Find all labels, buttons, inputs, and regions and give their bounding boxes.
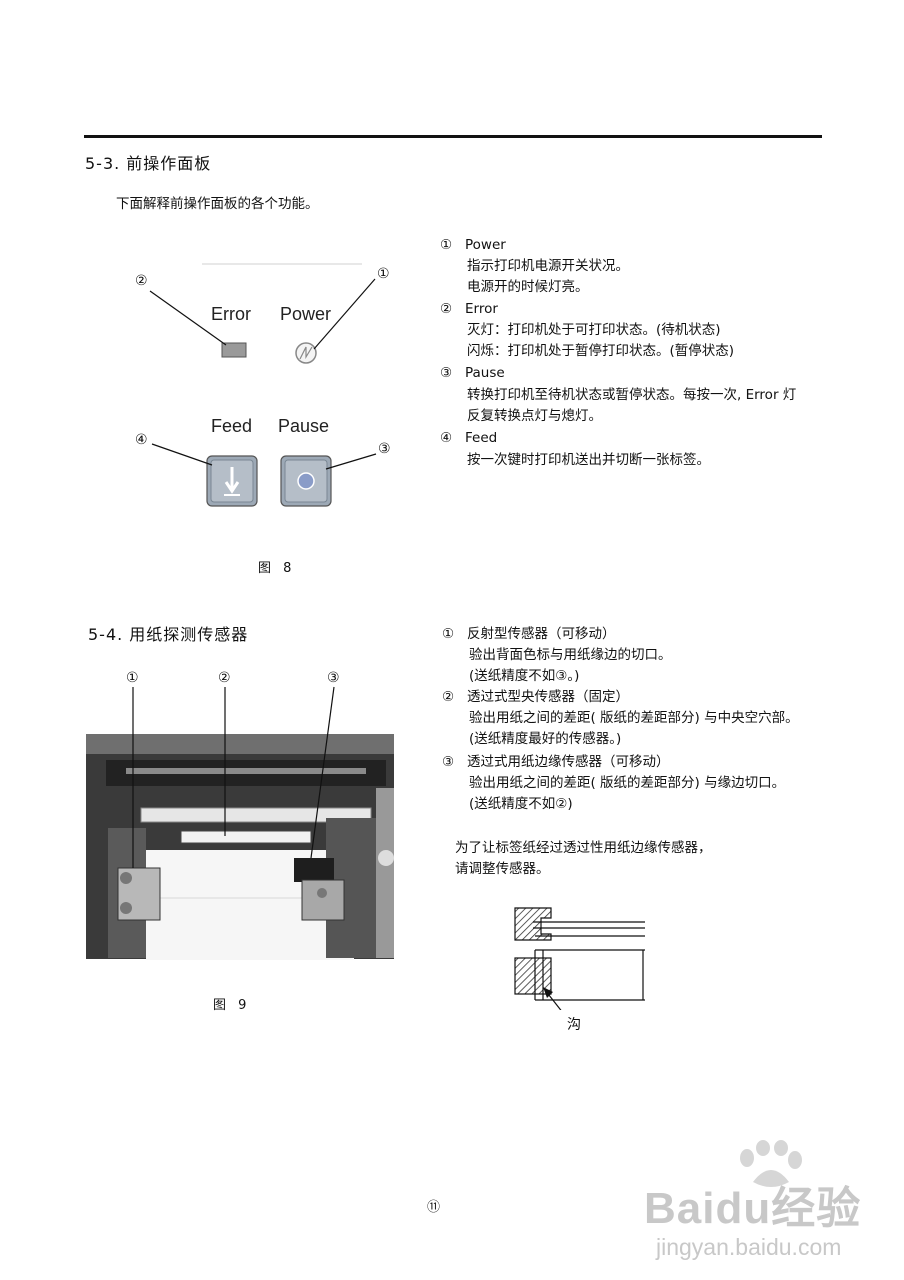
item-feed-line: 按一次键时打印机送出并切断一张标签。	[467, 452, 710, 468]
item-power-line: 指示打印机电源开关状况。	[467, 258, 629, 274]
printer-sensor-photo	[86, 686, 394, 960]
sensor-item-line: (送纸精度不如③。)	[469, 668, 580, 684]
front-panel-drawing	[149, 263, 377, 507]
paw-logo-icon	[740, 1140, 802, 1187]
section-title-5-3: 5-3. 前操作面板	[85, 154, 212, 173]
sensor-item-heading: ② 透过式型央传感器（固定）	[442, 689, 629, 705]
sensor-item-line: (送纸精度不如②)	[469, 796, 573, 812]
sensor-photo-figure: ① ② ③	[86, 668, 396, 963]
item-power-heading: ① Power	[440, 237, 506, 253]
sensor-item-line: 验出用纸之间的差距( 版纸的差距部分) 与中央空穴部。	[469, 710, 799, 726]
power-label: Power	[280, 304, 332, 324]
item-feed-heading: ④ Feed	[440, 430, 498, 446]
item-pause-line: 转换打印机至待机状态或暂停状态。每按一次, Error 灯	[467, 387, 797, 403]
marker-4: ④	[135, 432, 148, 448]
error-lamp-icon	[221, 342, 247, 358]
baidu-watermark: Baidu经验 jingyan.baidu.com	[640, 1140, 880, 1280]
marker-1: ①	[377, 266, 390, 282]
sensor-marker-2: ②	[218, 670, 231, 686]
adjust-note-line: 请调整传感器。	[455, 861, 550, 877]
marker-3: ③	[378, 441, 391, 457]
watermark-url: jingyan.baidu.com	[656, 1234, 842, 1260]
figure-8-caption: 图 8	[258, 561, 296, 576]
adjust-note-line: 为了让标签纸经过透过性用纸边缘传感器，	[455, 840, 712, 856]
item-pause-line: 反复转换点灯与熄灯。	[467, 408, 602, 424]
sensor-item-line: (送纸精度最好的传感器。)	[469, 731, 622, 747]
feed-label: Feed	[211, 416, 253, 436]
sensor-item-heading: ① 反射型传感器（可移动）	[442, 626, 616, 642]
top-rule	[84, 135, 822, 138]
pause-label: Pause	[278, 416, 330, 436]
sensor-marker-1: ①	[126, 670, 139, 686]
sensor-groove-diagram: 沟	[505, 900, 655, 1035]
page-number: ⑪	[427, 1200, 441, 1215]
sensor-item-heading: ③ 透过式用纸边缘传感器（可移动）	[442, 754, 670, 770]
sensor-item-line: 验出用纸之间的差距( 版纸的差距部分) 与缘边切口。	[469, 775, 786, 791]
marker-2: ②	[135, 273, 148, 289]
item-error-line: 灭灯：打印机处于可打印状态。(待机状态)	[467, 322, 721, 338]
item-pause-heading: ③ Pause	[440, 365, 505, 381]
groove-label: 沟	[567, 1017, 581, 1033]
watermark-brand: Baidu经验	[644, 1184, 862, 1233]
section-intro: 下面解释前操作面板的各个功能。	[116, 196, 319, 212]
item-power-line: 电源开的时候灯亮。	[467, 279, 589, 295]
section-title-5-4: 5-4. 用纸探测传感器	[88, 625, 249, 644]
sensor-item-line: 验出背面色标与用纸缘边的切口。	[469, 647, 672, 663]
item-error-heading: ② Error	[440, 301, 498, 317]
front-panel-figure: ② ① ④ ③ Error Power Feed Pause	[130, 255, 410, 525]
error-label: Error	[211, 304, 251, 324]
groove-diagram-drawing	[514, 907, 645, 1019]
sensor-marker-3: ③	[327, 670, 340, 686]
figure-9-caption: 图 9	[213, 998, 251, 1013]
item-error-line: 闪烁：打印机处于暂停打印状态。(暂停状态)	[467, 343, 735, 359]
